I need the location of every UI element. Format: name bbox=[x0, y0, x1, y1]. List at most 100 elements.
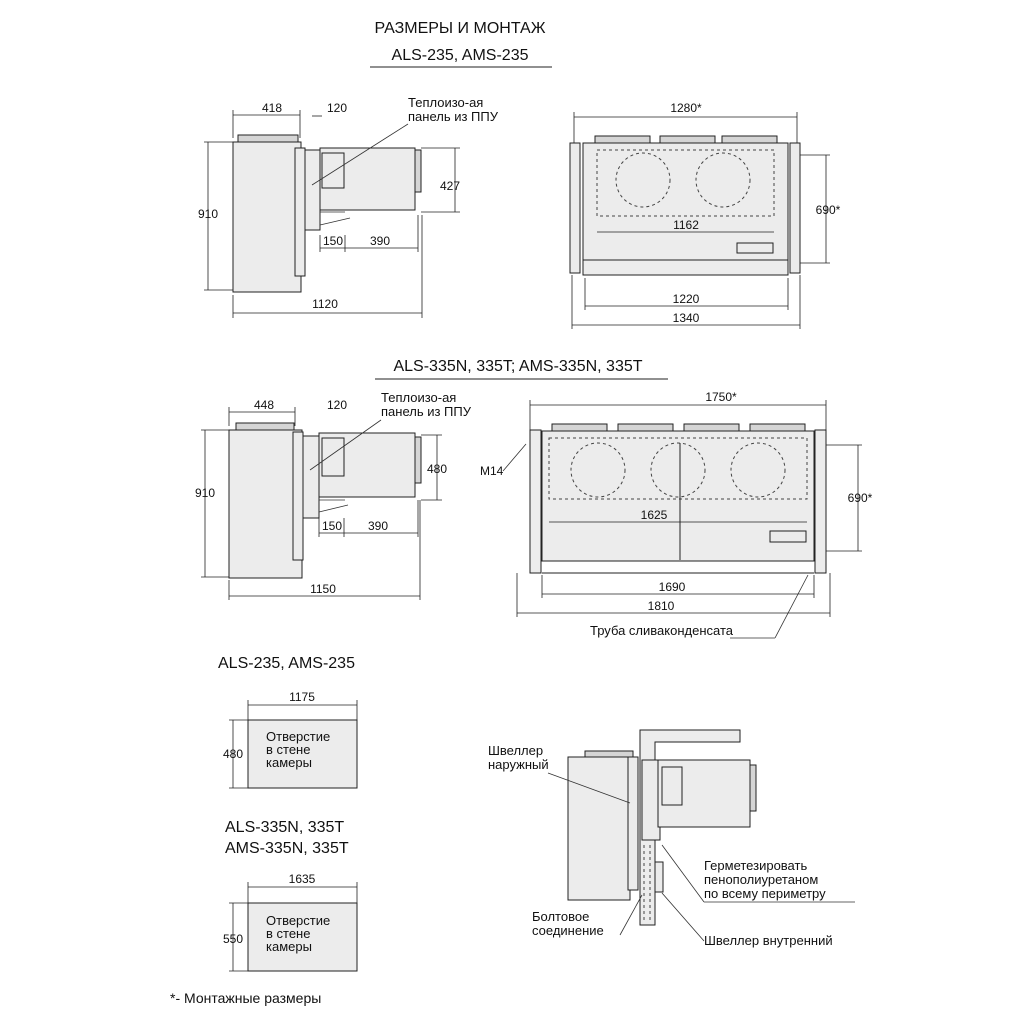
fan-grille-2 bbox=[659, 135, 716, 144]
opening-width: 1635 bbox=[289, 872, 316, 886]
svg-text:камеры: камеры bbox=[266, 755, 312, 770]
opening-335: ALS-335N, 335T AMS-335N, 335T 1635 550 О… bbox=[223, 819, 358, 972]
dim-overall: 1750* bbox=[705, 390, 737, 404]
dim-total: 1120 bbox=[312, 297, 338, 311]
inner-channel-label: Швеллер внутренний bbox=[704, 933, 833, 948]
dim-panel-height: 480 bbox=[427, 462, 447, 476]
page-title: РАЗМЕРЫ И МОНТАЖ bbox=[375, 20, 546, 37]
channel-bar bbox=[292, 431, 304, 561]
dim-height: 910 bbox=[195, 486, 215, 500]
channel-bar bbox=[294, 147, 306, 277]
panel-window bbox=[321, 152, 345, 189]
outer-unit bbox=[567, 756, 631, 901]
dim-base: 1220 bbox=[673, 292, 700, 306]
wall-opening bbox=[247, 902, 358, 972]
wall-panel bbox=[304, 149, 321, 231]
evap-grille bbox=[414, 149, 422, 193]
nameplate bbox=[736, 242, 774, 254]
left-bracket bbox=[569, 142, 581, 274]
dim-base: 1690 bbox=[659, 580, 686, 594]
wall-opening bbox=[247, 719, 358, 789]
top-grille bbox=[584, 750, 634, 758]
opening-235: ALS-235, AMS-235 1175 480 Отверстие в ст… bbox=[218, 655, 358, 789]
fan-outline-2 bbox=[650, 442, 706, 498]
dim-front-height: 690* bbox=[848, 491, 873, 505]
dim-inner: 1625 bbox=[641, 508, 668, 522]
right-bracket bbox=[789, 142, 801, 274]
panel-window bbox=[321, 437, 345, 477]
fan-grille-2 bbox=[617, 423, 674, 432]
front-body bbox=[582, 142, 789, 276]
footnote: *- Монтажные размеры bbox=[170, 990, 321, 1006]
fan-grille-1 bbox=[551, 423, 608, 432]
dim-d2: 390 bbox=[368, 519, 388, 533]
dim-inner: 1162 bbox=[673, 218, 699, 232]
evap-grille bbox=[749, 764, 757, 812]
dim-panel-height: 427 bbox=[440, 179, 460, 193]
drain-label: Труба сливаконденсата bbox=[590, 623, 734, 638]
seal-label-2: пенополиуретаном bbox=[704, 872, 818, 887]
front-view-235: 1280* 1162 690* 1220 1340 bbox=[569, 101, 841, 329]
dim-width-top: 448 bbox=[254, 398, 274, 412]
seal-label-1: Герметезировать bbox=[704, 858, 807, 873]
opening-title-335-1: ALS-335N, 335T bbox=[225, 819, 344, 836]
opening-title-335-2: AMS-335N, 335T bbox=[225, 840, 349, 857]
outer-channel bbox=[627, 756, 639, 891]
dim-total: 1150 bbox=[310, 582, 336, 596]
right-bracket bbox=[814, 429, 827, 574]
dim-front-total: 1340 bbox=[673, 311, 700, 325]
top-grille bbox=[235, 422, 295, 431]
opening-width: 1175 bbox=[289, 690, 315, 704]
panel-window bbox=[661, 766, 683, 806]
dim-front-height: 690* bbox=[816, 203, 841, 217]
svg-text:камеры: камеры bbox=[266, 939, 312, 954]
svg-text:Отверстие: Отверстие bbox=[266, 913, 330, 928]
dim-height: 910 bbox=[198, 207, 218, 221]
dim-small: 120 bbox=[327, 398, 347, 412]
fan-outline-2 bbox=[695, 152, 751, 208]
left-bracket bbox=[529, 429, 542, 574]
side-view-335: 448 120 910 480 150 390 1150 Теплоизо-ая… bbox=[195, 390, 472, 600]
outer-unit-body bbox=[232, 141, 302, 293]
dim-d1: 150 bbox=[322, 519, 342, 533]
nameplate bbox=[769, 530, 807, 543]
inner-channel bbox=[654, 861, 664, 893]
front-body bbox=[541, 430, 815, 562]
fan-grille-3 bbox=[683, 423, 740, 432]
dim-front-total: 1810 bbox=[648, 599, 675, 613]
fan-outline-1 bbox=[615, 152, 671, 208]
outer-channel-label-1: Швеллер bbox=[488, 743, 543, 758]
panel-label-2: панель из ППУ bbox=[381, 404, 472, 419]
seal-label-3: по всему периметру bbox=[704, 886, 826, 901]
evap-grille bbox=[414, 436, 422, 484]
opening-height: 550 bbox=[223, 932, 243, 946]
dim-width-top: 418 bbox=[262, 101, 282, 115]
opening-height: 480 bbox=[223, 747, 243, 761]
side-view-235: 418 120 910 427 150 390 1120 Теплоизо-ая… bbox=[198, 95, 499, 318]
model-title-335: ALS-335N, 335T; AMS-335N, 335T bbox=[393, 358, 642, 375]
inner-panel bbox=[641, 759, 661, 841]
dim-d1: 150 bbox=[323, 234, 343, 248]
svg-text:в стене: в стене bbox=[266, 926, 310, 941]
dim-overall: 1280* bbox=[670, 101, 702, 115]
top-grille bbox=[237, 134, 299, 143]
fan-grille-4 bbox=[749, 423, 806, 432]
dim-d2: 390 bbox=[370, 234, 390, 248]
panel-label-2: панель из ППУ bbox=[408, 109, 499, 124]
panel-label-1: Теплоизо-ая bbox=[408, 95, 483, 110]
svg-text:в стене: в стене bbox=[266, 742, 310, 757]
model-title-235: ALS-235, AMS-235 bbox=[392, 47, 529, 64]
outer-unit-body bbox=[228, 429, 303, 579]
wall-panel bbox=[302, 435, 320, 519]
fan-outline-1 bbox=[570, 442, 626, 498]
bolt-label: М14 bbox=[480, 464, 504, 478]
svg-text:Отверстие: Отверстие bbox=[266, 729, 330, 744]
fan-outline-3 bbox=[730, 442, 786, 498]
front-view-335: 1750* 1625 690* М14 1690 1810 Труба слив… bbox=[480, 390, 873, 639]
opening-title-235: ALS-235, AMS-235 bbox=[218, 655, 355, 672]
dim-small: 120 bbox=[327, 101, 347, 115]
fan-grille-3 bbox=[721, 135, 778, 144]
bolt-label-1: Болтовое bbox=[532, 909, 589, 924]
bolt-label-2: соединение bbox=[532, 923, 604, 938]
